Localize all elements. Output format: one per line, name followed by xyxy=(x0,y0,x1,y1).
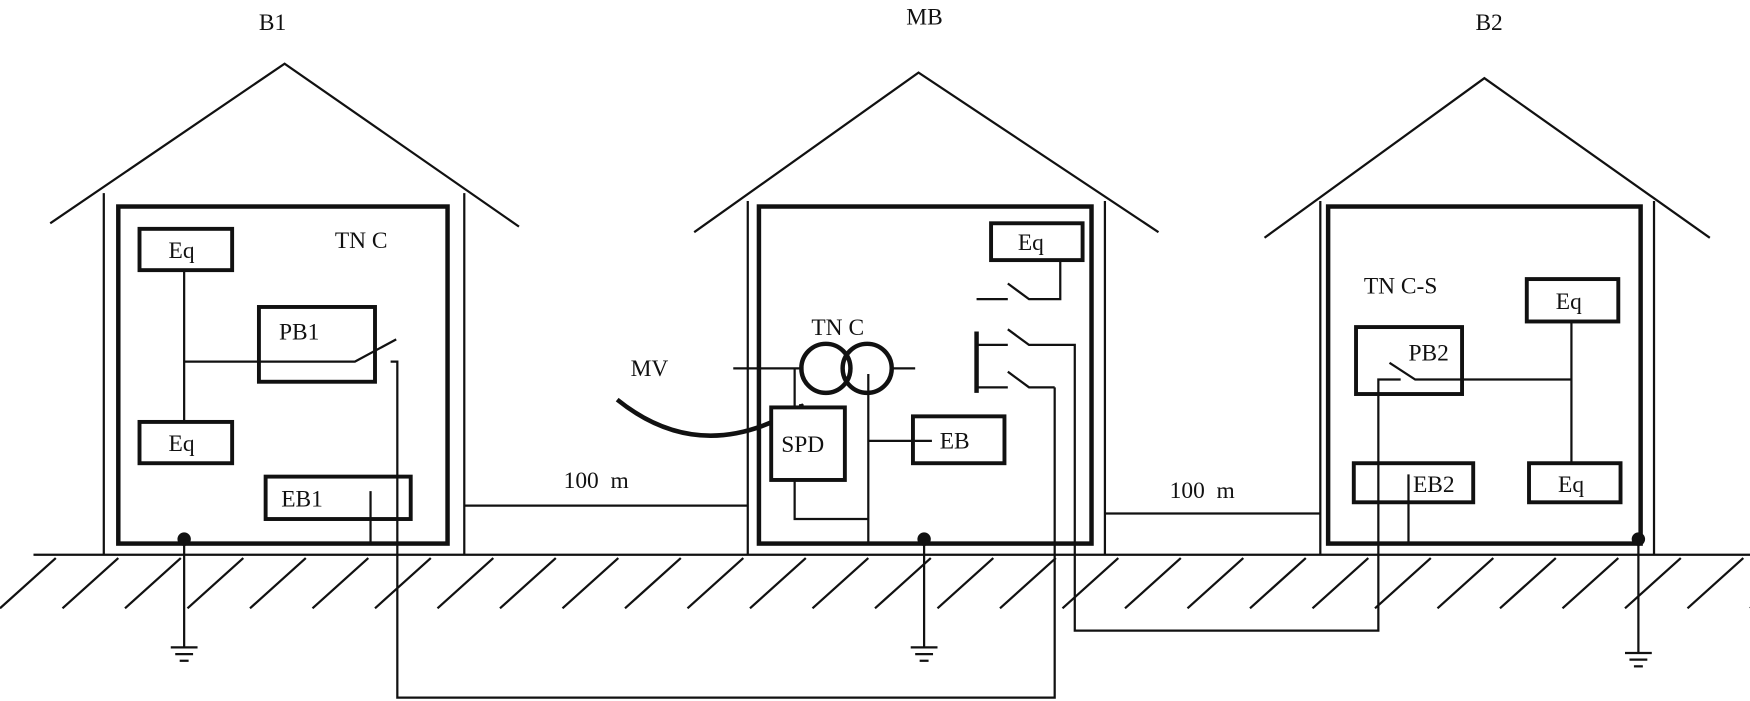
system-label: TN C xyxy=(335,228,388,254)
hatch-line xyxy=(1186,557,1245,610)
interbuilding-cable xyxy=(390,360,1056,699)
hatch-line xyxy=(561,557,620,610)
hatch-line xyxy=(811,557,870,610)
earth-bar-label: EB2 xyxy=(1413,472,1455,498)
system-label: TN C xyxy=(811,315,864,341)
equipotential-frame xyxy=(756,204,1094,546)
hatch-line xyxy=(499,557,557,610)
hatch-line xyxy=(1311,557,1370,610)
hatch-line xyxy=(124,557,182,610)
hatch-line xyxy=(1061,557,1120,610)
system-label: TN C-S xyxy=(1364,274,1438,300)
building-b2: B2 TN C-S Eq Eq PB2 EB2 xyxy=(1263,10,1711,668)
equipment-box xyxy=(989,221,1085,263)
hatch-line xyxy=(436,557,495,610)
hatch-line xyxy=(1124,557,1182,610)
earth-bar-label: EB xyxy=(940,429,970,455)
surge-protection-device xyxy=(769,405,847,482)
equipment-label: Eq xyxy=(169,238,195,264)
distance-label-mb-b2: 100 m xyxy=(1170,478,1235,504)
hatch-line xyxy=(999,557,1057,610)
hatch-line xyxy=(936,557,995,610)
equipotential-frame xyxy=(116,204,450,546)
equipment-label: Eq xyxy=(1018,230,1044,256)
hatch-line xyxy=(749,557,807,610)
building-b1: B1 TN C Eq Eq PB1 EB1 xyxy=(49,10,1056,699)
equipment-label: Eq xyxy=(1556,289,1582,315)
hatch-line xyxy=(624,557,682,610)
hatch-line xyxy=(1499,557,1557,610)
panel-label: PB2 xyxy=(1408,341,1448,367)
building-mb: MB MV TN C SPD EB Eq xyxy=(615,5,1401,662)
roof xyxy=(1263,76,1711,239)
panel-board-pb1 xyxy=(256,305,377,384)
equipment-box xyxy=(137,419,235,466)
hatch-line xyxy=(0,557,57,610)
hatch-line xyxy=(686,557,745,610)
transformer-icon xyxy=(799,341,894,396)
building-b2-label: B2 xyxy=(1475,10,1502,36)
hatch-line xyxy=(374,557,432,610)
hatch-line xyxy=(61,557,120,610)
roof xyxy=(49,62,520,228)
earth-bar-eb2 xyxy=(1351,461,1476,505)
hatch-line xyxy=(1436,557,1495,610)
equipotential-frame xyxy=(1325,204,1643,546)
equipment-label: Eq xyxy=(1558,472,1584,498)
ground-hatching xyxy=(0,557,1750,610)
earth-bar-label: EB1 xyxy=(281,487,323,513)
hatch-line xyxy=(311,557,370,610)
building-mb-label: MB xyxy=(906,5,942,31)
switch xyxy=(184,338,397,363)
hatch-line xyxy=(1624,557,1682,610)
hatch-line xyxy=(249,557,307,610)
hatch-line xyxy=(1249,557,1307,610)
earth-symbol-icon xyxy=(1625,651,1652,668)
hatch-line xyxy=(1374,557,1432,610)
equipment-box xyxy=(137,226,235,273)
hatch-line xyxy=(874,557,932,610)
spd-label: SPD xyxy=(781,432,824,458)
equipment-label: Eq xyxy=(169,431,195,457)
earth-symbol-icon xyxy=(910,646,938,662)
ground xyxy=(0,553,1750,610)
building-b1-label: B1 xyxy=(259,10,286,36)
distance-label-b1-mb: 100 m xyxy=(564,468,629,494)
panel-label: PB1 xyxy=(279,319,319,345)
equipment-box xyxy=(1527,461,1623,505)
roof xyxy=(693,71,1160,234)
earth-bar-eb1 xyxy=(263,474,413,521)
hatch-line xyxy=(186,557,245,610)
hatch-line xyxy=(1686,557,1745,610)
supply-label: MV xyxy=(631,356,669,382)
equipment-box xyxy=(1524,277,1621,324)
earth-symbol-icon xyxy=(170,646,198,662)
hatch-line xyxy=(1561,557,1620,610)
panel-board-pb2 xyxy=(1354,325,1465,396)
